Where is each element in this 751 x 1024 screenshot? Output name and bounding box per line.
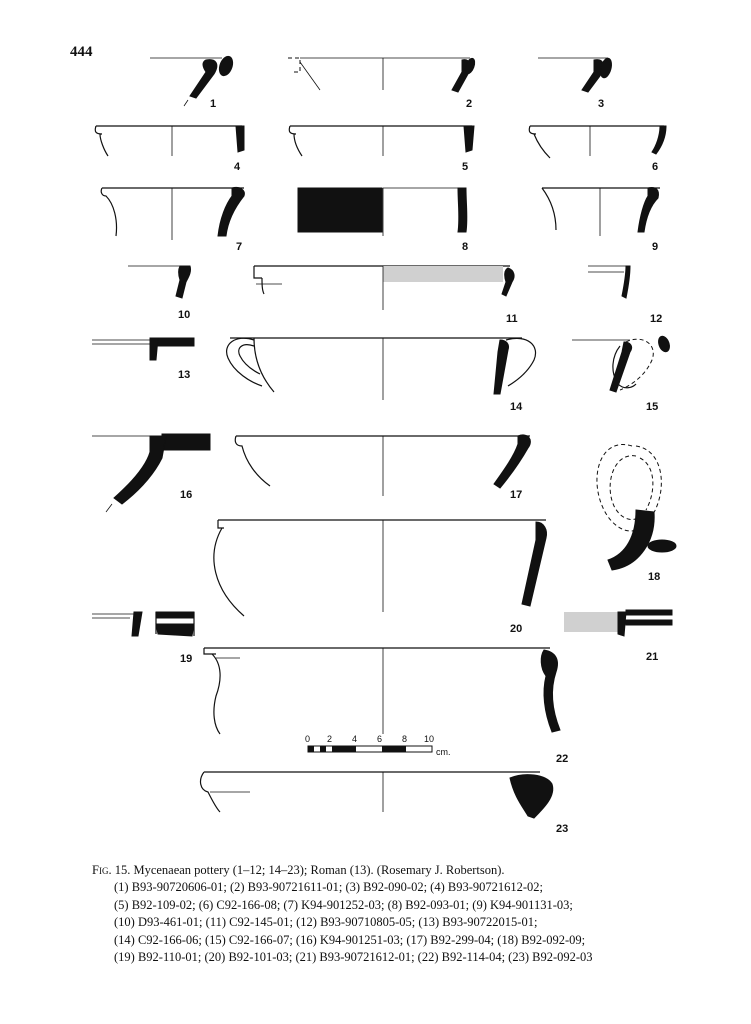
sherd-22: 22 xyxy=(203,647,568,765)
caption-title: Mycenaean pottery (1–12; 14–23); Roman (… xyxy=(133,863,505,877)
label-10: 10 xyxy=(178,309,190,321)
sherd-19: 19 xyxy=(92,611,195,665)
sherd-2: 2 xyxy=(288,57,476,110)
label-20: 20 xyxy=(510,623,522,635)
label-8: 8 xyxy=(462,241,468,253)
label-12: 12 xyxy=(650,313,662,325)
label-4: 4 xyxy=(234,161,241,173)
caption-inventory: (1) B93-90720606-01; (2) B93-90721611-01… xyxy=(92,879,692,966)
scale-tick-2: 2 xyxy=(327,734,332,744)
caption-line: (14) C92-166-06; (15) C92-166-07; (16) K… xyxy=(114,932,586,947)
caption-line: (1) B93-90720606-01; (2) B93-90721611-01… xyxy=(114,880,544,895)
label-15: 15 xyxy=(646,401,658,413)
caption-line: (5) B92-109-02; (6) C92-166-08; (7) K94-… xyxy=(114,897,573,912)
label-19: 19 xyxy=(180,653,192,665)
sherd-15: 15 xyxy=(572,335,670,413)
page-number: 444 xyxy=(70,44,93,60)
pottery-figure: 1 2 3 4 5 6 7 xyxy=(92,55,677,835)
label-13: 13 xyxy=(178,369,190,381)
label-6: 6 xyxy=(652,161,658,173)
scale-tick-8: 8 xyxy=(402,734,407,744)
sherd-23: 23 xyxy=(199,771,568,835)
sherd-3: 3 xyxy=(538,57,612,110)
label-23: 23 xyxy=(556,823,568,835)
scale-bar: 0 2 4 6 8 10 cm. xyxy=(305,734,451,757)
scale-tick-0: 0 xyxy=(305,734,310,744)
label-21: 21 xyxy=(646,651,658,663)
sherd-4: 4 xyxy=(94,125,245,173)
label-9: 9 xyxy=(652,241,658,253)
caption-line: (19) B92-110-01; (20) B92-101-03; (21) B… xyxy=(114,950,593,965)
label-14: 14 xyxy=(510,401,523,413)
figure-caption: Fig. 15. Mycenaean pottery (1–12; 14–23)… xyxy=(92,862,692,966)
label-5: 5 xyxy=(462,161,468,173)
label-2: 2 xyxy=(466,98,472,110)
sherd-5: 5 xyxy=(288,125,475,173)
sherd-7: 7 xyxy=(100,187,245,253)
label-22: 22 xyxy=(556,753,568,765)
sherd-6: 6 xyxy=(528,125,667,173)
label-1: 1 xyxy=(210,98,216,110)
scale-unit: cm. xyxy=(436,747,451,757)
sherd-1: 1 xyxy=(150,55,234,110)
sherd-11: 11 xyxy=(253,265,518,325)
sherd-14: 14 xyxy=(226,337,537,413)
label-17: 17 xyxy=(510,489,522,501)
label-7: 7 xyxy=(236,241,242,253)
caption-fig-label: Fig. 15. xyxy=(92,863,131,877)
sherd-13: 13 xyxy=(92,337,195,381)
label-18: 18 xyxy=(648,571,660,583)
sherd-9: 9 xyxy=(541,187,660,253)
scale-tick-4: 4 xyxy=(352,734,357,744)
caption-lead: Fig. 15. Mycenaean pottery (1–12; 14–23)… xyxy=(92,862,692,879)
sherd-17: 17 xyxy=(234,434,531,501)
sherd-12: 12 xyxy=(588,265,662,325)
label-11: 11 xyxy=(506,313,518,325)
sherd-8: 8 xyxy=(297,187,468,253)
scale-tick-6: 6 xyxy=(377,734,382,744)
sherd-10: 10 xyxy=(128,265,191,321)
label-16: 16 xyxy=(180,489,192,501)
caption-line: (10) D93-461-01; (11) C92-145-01; (12) B… xyxy=(114,915,538,930)
scale-tick-10: 10 xyxy=(424,734,434,744)
label-3: 3 xyxy=(598,98,604,110)
sherd-16: 16 xyxy=(92,433,211,513)
sherd-21: 21 xyxy=(564,609,673,663)
sherd-20: 20 xyxy=(213,519,547,635)
sherd-18: 18 xyxy=(596,444,677,583)
